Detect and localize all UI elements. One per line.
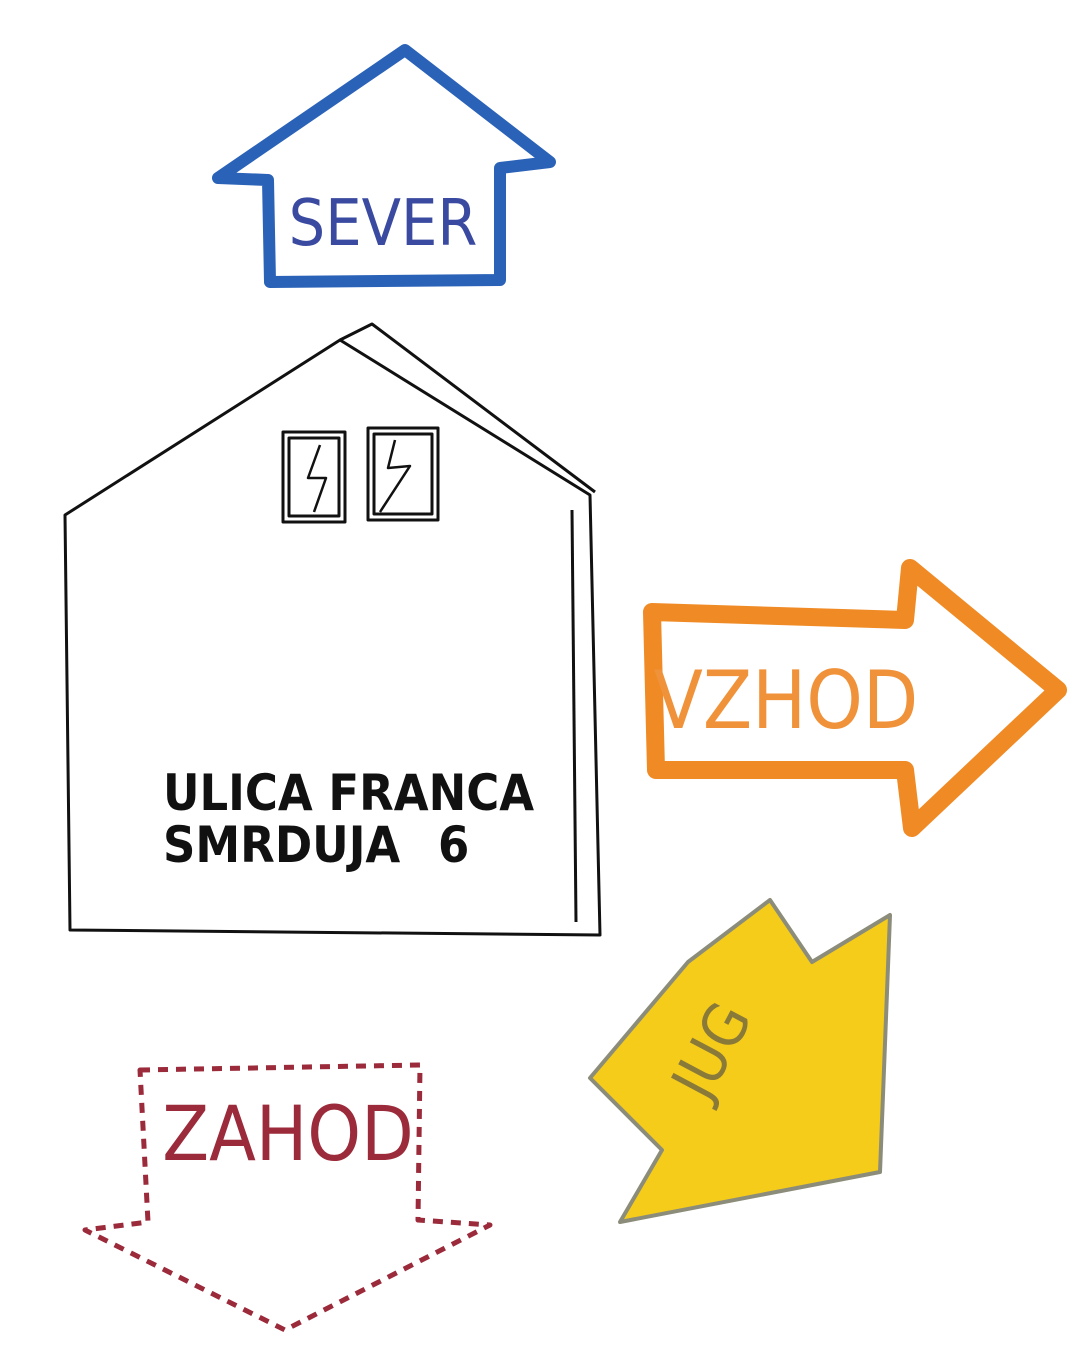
west-label: ZAHOD bbox=[162, 1089, 414, 1178]
address-line1: ULICA FRANCA bbox=[163, 764, 534, 822]
window-right bbox=[366, 426, 440, 522]
east-label: VZHOD bbox=[654, 654, 919, 747]
north-label: SEVER bbox=[289, 187, 478, 261]
north-arrow: SEVER bbox=[212, 44, 556, 288]
house-number: 6 bbox=[438, 816, 469, 874]
address-line2: SMRDUJA bbox=[163, 816, 400, 874]
window-left bbox=[281, 430, 347, 524]
east-arrow: VZHOD bbox=[643, 559, 1067, 837]
house bbox=[63, 322, 602, 937]
south-arrow: JUG bbox=[588, 898, 892, 1224]
west-arrow: ZAHOD bbox=[82, 1062, 493, 1333]
